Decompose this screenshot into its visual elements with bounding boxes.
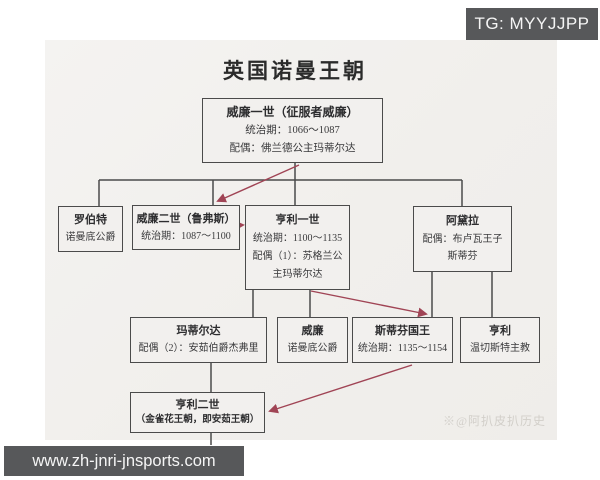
person-name: 亨利二世 — [175, 398, 220, 411]
person-title: 诺曼底公爵 — [287, 343, 338, 355]
reign-period: 统治期：1135～1154 — [357, 343, 448, 355]
dynasty-note: （金雀花王朝，即安茹王朝） — [135, 415, 260, 426]
spouse-info: 配偶（2）：安茹伯爵杰弗里 — [138, 343, 259, 355]
node-henry2: 亨利二世 （金雀花王朝，即安茹王朝） — [130, 392, 265, 433]
node-stephen-king: 斯蒂芬国王 统治期：1135～1154 — [352, 317, 453, 363]
node-william-duke: 威廉 诺曼底公爵 — [277, 317, 348, 363]
person-name: 威廉二世（鲁弗斯） — [136, 212, 236, 225]
spouse-info-cont: 斯蒂芬 — [447, 251, 478, 263]
person-name: 亨利 — [489, 325, 511, 338]
spouse-info: 配偶（1）：苏格兰公 — [252, 251, 343, 263]
reign-period: 统治期：1087～1100 — [141, 230, 231, 242]
node-adela: 阿黛拉 配偶：布卢瓦王子 斯蒂芬 — [413, 206, 512, 272]
node-henry-bishop: 亨利 温切斯特主教 — [460, 317, 540, 363]
person-name: 威廉一世（征服者威廉） — [226, 105, 359, 120]
node-robert: 罗伯特 诺曼底公爵 — [58, 206, 123, 252]
person-name: 威廉 — [301, 325, 324, 338]
spouse-info: 配偶：布卢瓦王子 — [422, 233, 503, 245]
person-title: 温切斯特主教 — [470, 343, 530, 355]
node-henry1: 亨利一世 统治期：1100～1135 配偶（1）：苏格兰公 主玛蒂尔达 — [245, 205, 350, 290]
spouse-info-cont: 主玛蒂尔达 — [272, 269, 323, 281]
person-name: 阿黛拉 — [446, 215, 479, 228]
person-name: 玛蒂尔达 — [176, 325, 221, 338]
reign-period: 统治期：1100～1135 — [252, 233, 343, 245]
node-william2: 威廉二世（鲁弗斯） 统治期：1087～1100 — [132, 205, 240, 250]
telegram-contact-badge: TG: MYYJJPP — [466, 8, 598, 40]
person-title: 诺曼底公爵 — [65, 232, 116, 244]
person-name: 斯蒂芬国王 — [375, 325, 430, 338]
node-william1: 威廉一世（征服者威廉） 统治期：1066～1087 配偶：佛兰德公主玛蒂尔达 — [202, 98, 383, 163]
diagram-title: 英国诺曼王朝 — [223, 59, 367, 83]
person-name: 亨利一世 — [275, 214, 320, 227]
website-url-badge: www.zh-jnri-jnsports.com — [4, 446, 244, 476]
node-matilda: 玛蒂尔达 配偶（2）：安茹伯爵杰弗里 — [130, 317, 267, 363]
watermark: ※@阿扒皮扒历史 — [442, 414, 547, 428]
spouse-info: 配偶：佛兰德公主玛蒂尔达 — [229, 142, 356, 154]
reign-period: 统治期：1066～1087 — [245, 125, 340, 137]
person-name: 罗伯特 — [74, 214, 107, 227]
